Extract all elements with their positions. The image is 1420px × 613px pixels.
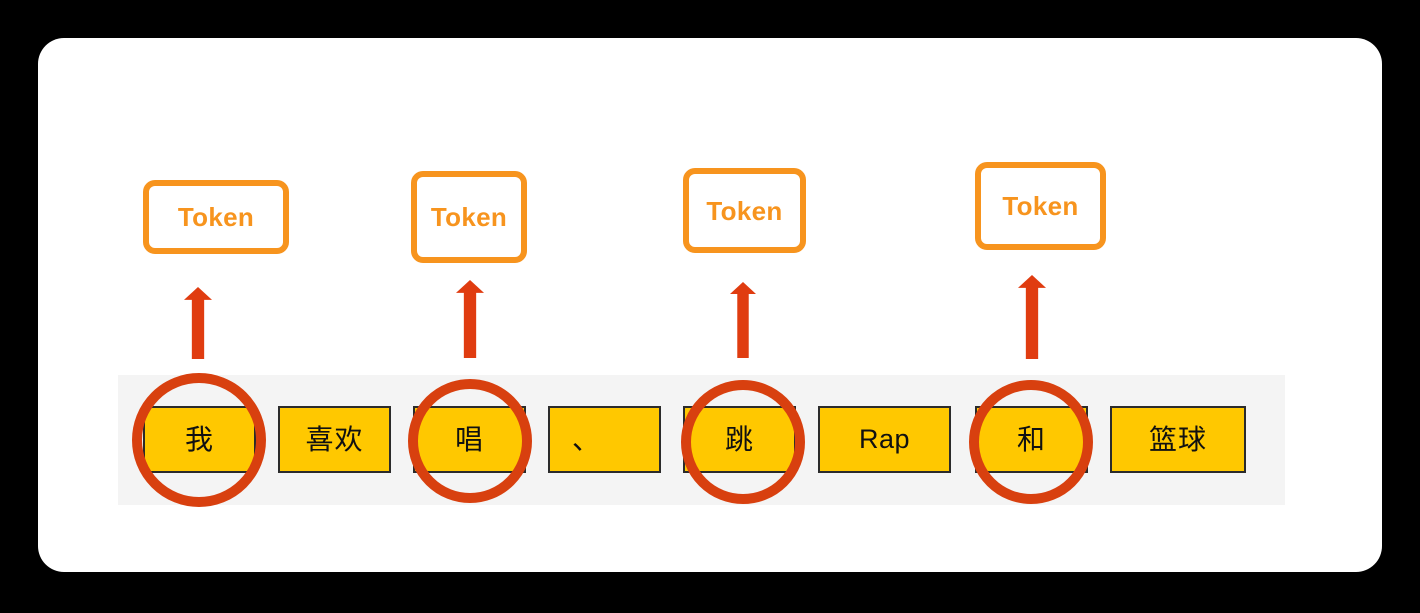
token-callout-box[interactable]: Token (975, 162, 1106, 250)
highlight-circle (681, 380, 805, 504)
token-callout-box[interactable]: Token (143, 180, 289, 254)
up-arrow-icon (1018, 275, 1046, 359)
word-token[interactable]: 喜欢 (278, 406, 391, 473)
highlight-circle (969, 380, 1093, 504)
up-arrow-icon (184, 287, 212, 359)
highlight-circle (132, 373, 266, 507)
up-arrow-icon (456, 280, 484, 358)
token-callout-box[interactable]: Token (411, 171, 527, 263)
word-token[interactable]: 篮球 (1110, 406, 1246, 473)
up-arrow-icon (730, 282, 756, 358)
word-token[interactable]: Rap (818, 406, 951, 473)
token-callout-label: Token (430, 202, 508, 232)
token-callout-label: Token (706, 195, 783, 226)
token-callout-label: Token (1002, 191, 1079, 221)
word-token[interactable]: 、 (548, 406, 661, 473)
token-callout-box[interactable]: Token (683, 168, 806, 253)
token-callout-label: Token (177, 202, 255, 232)
highlight-circle (408, 379, 532, 503)
